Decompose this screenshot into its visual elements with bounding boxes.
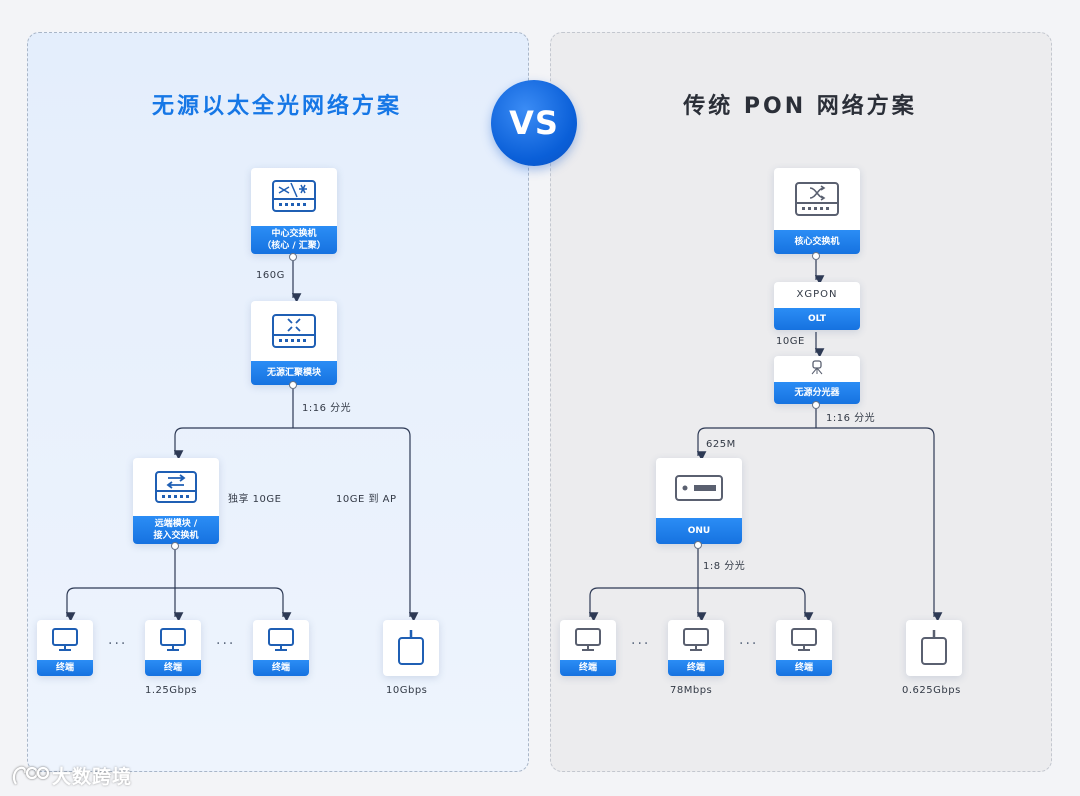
watermark-text: 大数跨境 — [52, 766, 133, 788]
left-remote-label2: 接入交换机 — [153, 531, 199, 541]
left-split-ratio: 1:16 分光 — [302, 403, 352, 414]
left-terminal-speed: 1.25Gbps — [145, 685, 197, 696]
port-dot — [694, 541, 702, 549]
splitter-label: 无源分光器 — [774, 382, 860, 404]
right-terminal-1: 终端 — [560, 620, 616, 676]
terminal-label: 终端 — [668, 660, 724, 676]
monitor-icon — [268, 628, 294, 651]
right-link-10ge: 10GE — [776, 336, 805, 347]
monitor-icon — [52, 628, 78, 651]
line-to-ap-left — [293, 427, 419, 622]
splitter-icon — [811, 360, 823, 375]
left-title: 无源以太全光网络方案 — [151, 94, 402, 119]
ellipsis: ··· — [739, 636, 759, 652]
right-splitter: 无源分光器 — [774, 356, 860, 404]
terminal-label: 终端 — [145, 660, 201, 676]
left-core-label1: 中心交换机 — [271, 229, 317, 239]
left-remote-module: 远端模块 / 接入交换机 — [133, 458, 219, 544]
access-switch-icon — [155, 471, 197, 503]
line-remote-branch — [75, 587, 292, 622]
right-split-ratio: 1:16 分光 — [826, 413, 876, 424]
terminal-label: 终端 — [253, 660, 309, 676]
port-dot — [812, 252, 820, 260]
right-ap-speed: 0.625Gbps — [902, 685, 961, 696]
port-dot — [171, 542, 179, 550]
line-onu-branch — [598, 587, 814, 622]
vs-badge: VS — [491, 80, 577, 166]
onu-icon — [675, 475, 723, 501]
ellipsis: ··· — [631, 636, 651, 652]
ellipsis: ··· — [108, 636, 128, 652]
ellipsis: ··· — [216, 636, 236, 652]
switch-icon — [795, 182, 839, 216]
access-point-icon — [398, 630, 424, 665]
left-remote-label1: 远端模块 / — [154, 519, 198, 529]
monitor-icon — [683, 628, 709, 651]
line-to-ap-right — [816, 427, 943, 622]
monitor-icon — [791, 628, 817, 651]
left-ap-speed: 10Gbps — [386, 685, 428, 696]
access-point-icon — [921, 630, 947, 665]
aggregation-icon — [272, 314, 316, 348]
olt-label: OLT — [774, 308, 860, 330]
right-olt: XGPON OLT — [774, 282, 860, 330]
right-title: 传统 PON 网络方案 — [683, 94, 917, 119]
onu-label: ONU — [656, 518, 742, 544]
port-dot — [289, 381, 297, 389]
watermark-logo-icon — [12, 766, 50, 785]
left-core-label2: （核心 / 汇聚） — [262, 241, 326, 251]
line-to-onu — [696, 427, 816, 461]
right-link-625m: 625M — [706, 439, 736, 450]
terminal-label: 终端 — [776, 660, 832, 676]
olt-top-label: XGPON — [796, 288, 838, 300]
switch-icon — [272, 180, 316, 212]
right-core-label: 核心交换机 — [774, 230, 860, 254]
monitor-icon — [575, 628, 601, 651]
right-terminal-speed: 78Mbps — [670, 685, 713, 696]
line-branch-t1 — [65, 587, 76, 622]
line-to-remote — [173, 427, 293, 460]
terminal-label: 终端 — [560, 660, 616, 676]
port-dot — [289, 253, 297, 261]
right-ap — [906, 620, 962, 676]
left-terminal-1: 终端 — [37, 620, 93, 676]
left-agg-module: 无源汇聚模块 — [251, 301, 337, 385]
line-onu-t1 — [588, 587, 599, 622]
left-exclusive: 独享 10GE — [228, 494, 282, 505]
left-ap — [383, 620, 439, 676]
right-terminal-3: 终端 — [776, 620, 832, 676]
port-dot — [812, 401, 820, 409]
right-split2-ratio: 1:8 分光 — [703, 561, 746, 572]
left-terminal-3: 终端 — [253, 620, 309, 676]
right-terminal-2: 终端 — [668, 620, 724, 676]
left-core-switch: 中心交换机 （核心 / 汇聚） — [251, 168, 337, 254]
left-to-ap: 10GE 到 AP — [336, 494, 397, 505]
terminal-label: 终端 — [37, 660, 93, 676]
left-terminal-2: 终端 — [145, 620, 201, 676]
right-onu: ONU — [656, 458, 742, 544]
monitor-icon — [160, 628, 186, 651]
left-link-160g: 160G — [256, 270, 285, 281]
right-core-switch: 核心交换机 — [774, 168, 860, 254]
